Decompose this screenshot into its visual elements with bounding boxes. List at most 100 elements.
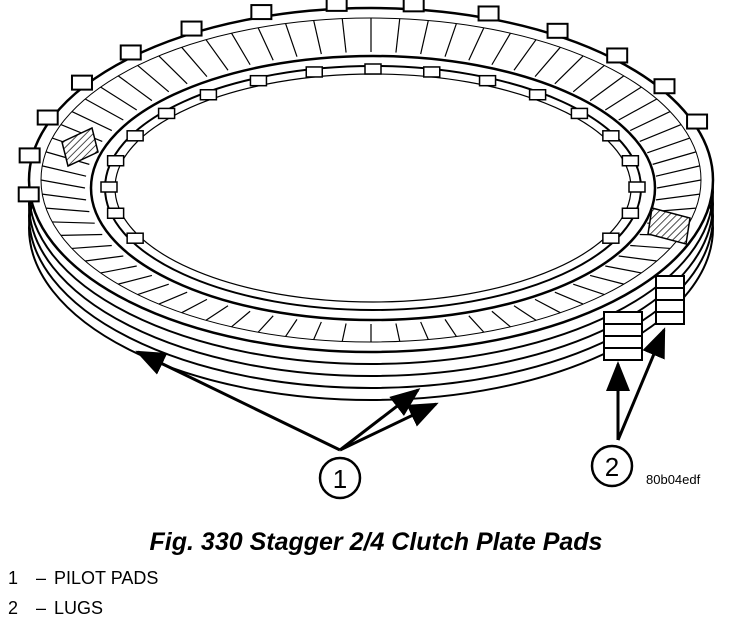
lug (477, 5, 500, 22)
segment-line (42, 165, 87, 177)
segment-line (605, 265, 642, 274)
lug (653, 78, 676, 95)
segment-line (158, 55, 188, 85)
segment-line (117, 75, 153, 102)
inner-tooth (628, 181, 646, 193)
segment-line (313, 321, 322, 340)
legend-item-2: 2–LUGS (8, 598, 103, 619)
segment-line (655, 193, 700, 201)
callout-2: 2 (590, 444, 634, 488)
segment-line (468, 315, 485, 333)
segment-line (589, 75, 625, 102)
segment-line (618, 98, 658, 121)
segment-line (71, 110, 113, 132)
segment-line (618, 255, 657, 262)
legend-dash: – (35, 568, 46, 588)
segment-line (100, 86, 138, 111)
segment-line (118, 274, 153, 285)
lug (70, 74, 93, 91)
inner-tooth (621, 207, 640, 220)
inner-teeth (100, 63, 646, 244)
inner-tooth (602, 130, 620, 142)
segment-line (534, 46, 561, 77)
segment-line (52, 221, 95, 224)
segment-line (181, 298, 208, 314)
segment-line (420, 321, 429, 340)
segment-line (630, 244, 671, 250)
segment-line (231, 310, 251, 328)
lug (402, 0, 425, 13)
callout-1-arrows (135, 350, 439, 452)
inner-tooth (126, 232, 144, 244)
inner-tooth (249, 74, 268, 87)
inner-tooth (422, 66, 441, 78)
segment-line (285, 319, 298, 337)
callout-1-number: 1 (333, 464, 347, 494)
pilot-pad-left (61, 126, 99, 168)
lug (119, 44, 142, 61)
segment-line (655, 165, 700, 177)
figure-caption: Fig. 330 Stagger 2/4 Clutch Plate Pads (149, 528, 603, 556)
segment-line (491, 310, 511, 328)
segment-line (652, 151, 697, 165)
segment-line (285, 23, 298, 57)
segment-line (534, 298, 561, 314)
segment-line (589, 274, 624, 285)
segment-line (395, 18, 401, 53)
inner-tooth (106, 154, 125, 167)
lug (606, 47, 629, 64)
segment-line (444, 319, 457, 337)
lug (325, 0, 348, 12)
legend-number: 1 (8, 568, 19, 588)
segment-line (60, 233, 103, 237)
inner-tooth (157, 107, 176, 120)
legend-dash: – (35, 598, 46, 618)
inner-tooth (126, 130, 144, 142)
friction-segments (40, 18, 702, 342)
lug (180, 20, 203, 37)
segment-line (231, 32, 251, 66)
outer-lugs (17, 0, 709, 203)
segment-line (420, 20, 429, 55)
segment-line (554, 291, 584, 305)
inner-tooth (106, 207, 125, 220)
inner-tooth (364, 63, 382, 75)
segment-line (513, 305, 537, 321)
lug (18, 147, 41, 164)
segment-line (45, 207, 90, 213)
segment-line (158, 291, 188, 305)
inner-tooth (602, 232, 620, 244)
inner-tooth (199, 88, 218, 101)
segment-line (468, 27, 485, 61)
segment-line (257, 27, 274, 61)
segment-line (257, 315, 274, 333)
legend-label: PILOT PADS (54, 568, 159, 588)
segment-line (40, 179, 86, 189)
pilot-pad-right (647, 207, 691, 245)
legend-item-1: 1–PILOT PADS (8, 568, 158, 589)
clutch-plate-illustration: 1 2 80b04edf (17, 0, 715, 500)
segment-line (444, 23, 457, 57)
callout-2-number: 2 (605, 452, 619, 482)
segment-line (572, 64, 605, 93)
inner-tooth (528, 88, 547, 101)
segment-line (395, 323, 401, 342)
inner-tooth (570, 107, 589, 120)
segment-line (84, 98, 124, 121)
segment-line (100, 265, 137, 274)
segment-line (181, 46, 208, 77)
segment-line (137, 64, 170, 93)
image-code: 80b04edf (646, 472, 701, 487)
inner-tooth (478, 74, 497, 87)
segment-line (71, 244, 112, 250)
lug-stack (603, 275, 685, 361)
lug (546, 22, 569, 39)
segment-line (42, 193, 87, 201)
lug (686, 113, 709, 130)
inner-tooth (621, 154, 640, 167)
segment-line (604, 86, 642, 111)
segment-line (205, 305, 229, 321)
legend-label: LUGS (54, 598, 104, 618)
segment-line (205, 39, 229, 71)
inner-tooth (305, 66, 324, 78)
